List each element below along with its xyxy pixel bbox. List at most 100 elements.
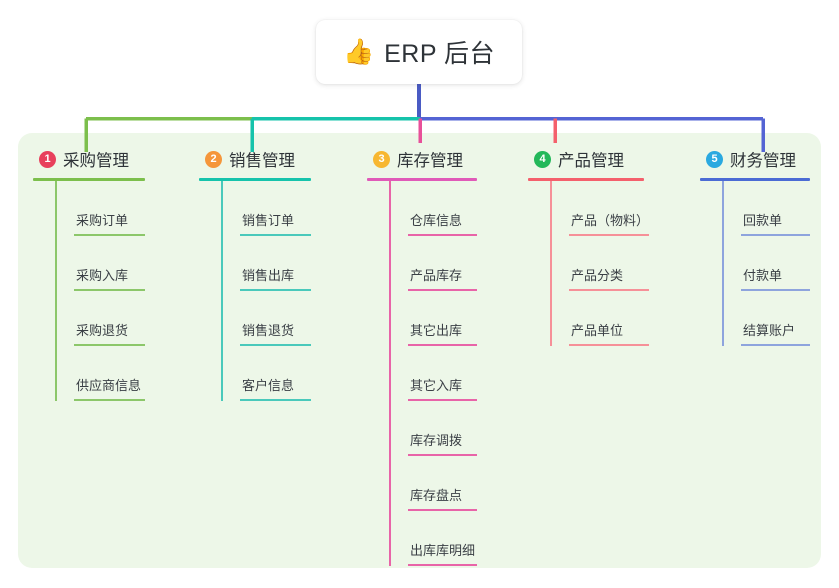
list-item-label: 其它入库 [410,378,463,394]
list-item[interactable]: 付款单 [741,236,810,291]
list-item-label: 库存调拨 [410,433,463,449]
list-item[interactable]: 出库库明细 [408,511,477,566]
list-item-rule [240,234,311,236]
list-item[interactable]: 回款单 [741,181,810,236]
column-header-1[interactable]: 1 采购管理 [33,146,145,172]
column-header-2[interactable]: 2 销售管理 [199,146,311,172]
column-rule-2 [199,178,311,181]
column-2: 2 销售管理销售订单销售出库销售退货客户信息 [199,146,311,401]
list-item-rule [408,454,477,456]
list-item-label: 回款单 [743,213,783,229]
list-item-label: 采购订单 [76,213,129,229]
list-item[interactable]: 销售订单 [240,181,311,236]
list-item-rule [569,344,650,346]
list-item[interactable]: 采购订单 [74,181,145,236]
list-item-rule [408,564,477,566]
list-item[interactable]: 供应商信息 [74,346,145,401]
list-item-rule [74,289,145,291]
column-badge-4: 4 [534,150,551,168]
column-rule-4 [528,178,644,181]
list-item-rule [408,509,477,511]
column-badge-3: 3 [373,150,390,168]
list-item-label: 其它出库 [410,323,463,339]
list-item-label: 采购退货 [76,323,129,339]
list-item-label: 结算账户 [743,323,796,339]
list-item[interactable]: 其它入库 [408,346,477,401]
page-title: ERP 后台 [384,40,496,68]
list-item-rule [408,399,477,401]
thumbs-up-icon: 👍 [342,37,375,66]
column-badge-2: 2 [205,150,222,168]
list-item[interactable]: 客户信息 [240,346,311,401]
list-item-label: 产品（物料） [571,213,650,229]
list-item[interactable]: 其它出库 [408,291,477,346]
list-item-rule [408,234,477,236]
column-title-4: 产品管理 [558,152,624,170]
column-items-1: 采购订单采购入库采购退货供应商信息 [55,181,145,401]
list-item[interactable]: 采购退货 [74,291,145,346]
list-item-rule [240,289,311,291]
list-item[interactable]: 库存盘点 [408,456,477,511]
list-item[interactable]: 采购入库 [74,236,145,291]
column-spine-5 [722,181,724,346]
list-item-rule [74,234,145,236]
column-spine-1 [55,181,57,401]
column-header-4[interactable]: 4 产品管理 [528,146,649,172]
column-spine-2 [221,181,223,401]
column-spine-3 [389,181,391,566]
list-item[interactable]: 销售出库 [240,236,311,291]
list-item[interactable]: 结算账户 [741,291,810,346]
column-rule-1 [33,178,145,181]
list-item-label: 销售订单 [242,213,295,229]
column-spine-4 [550,181,552,346]
column-title-2: 销售管理 [229,152,295,170]
list-item-label: 产品单位 [571,323,624,339]
list-item-rule [741,234,810,236]
list-item-label: 出库库明细 [410,543,476,559]
list-item-rule [569,289,650,291]
list-item-label: 客户信息 [242,378,295,394]
list-item-rule [240,399,311,401]
list-item-rule [74,344,145,346]
list-item-label: 销售出库 [242,268,295,284]
list-item-rule [408,289,477,291]
column-items-3: 仓库信息产品库存其它出库其它入库库存调拨库存盘点出库库明细 [389,181,477,566]
column-1: 1 采购管理采购订单采购入库采购退货供应商信息 [33,146,145,401]
column-badge-1: 1 [39,150,56,168]
column-items-5: 回款单付款单结算账户 [722,181,810,346]
list-item-label: 产品库存 [410,268,463,284]
list-item-label: 产品分类 [571,268,624,284]
list-item[interactable]: 产品（物料） [569,181,650,236]
list-item[interactable]: 产品单位 [569,291,650,346]
list-item[interactable]: 产品库存 [408,236,477,291]
root-title-card[interactable]: 👍 ERP 后台 [316,20,522,84]
list-item[interactable]: 产品分类 [569,236,650,291]
column-title-5: 财务管理 [730,152,796,170]
list-item-label: 供应商信息 [76,378,142,394]
list-item-label: 付款单 [743,268,783,284]
list-item-rule [741,344,810,346]
column-items-4: 产品（物料） 产品分类产品单位 [550,181,650,346]
list-item[interactable]: 库存调拨 [408,401,477,456]
list-item-label: 仓库信息 [410,213,463,229]
column-rule-5 [700,178,810,181]
list-item[interactable]: 销售退货 [240,291,311,346]
list-item-rule [240,344,311,346]
list-item-label: 销售退货 [242,323,295,339]
list-item-rule [408,344,477,346]
list-item-label: 库存盘点 [410,488,463,504]
list-item[interactable]: 仓库信息 [408,181,477,236]
column-4: 4 产品管理产品（物料） 产品分类产品单位 [528,146,650,346]
column-title-1: 采购管理 [63,152,129,170]
column-rule-3 [367,178,477,181]
list-item-rule [741,289,810,291]
list-item-rule [74,399,145,401]
list-item-rule [569,234,650,236]
content-panel [18,133,821,568]
list-item-label: 采购入库 [76,268,129,284]
